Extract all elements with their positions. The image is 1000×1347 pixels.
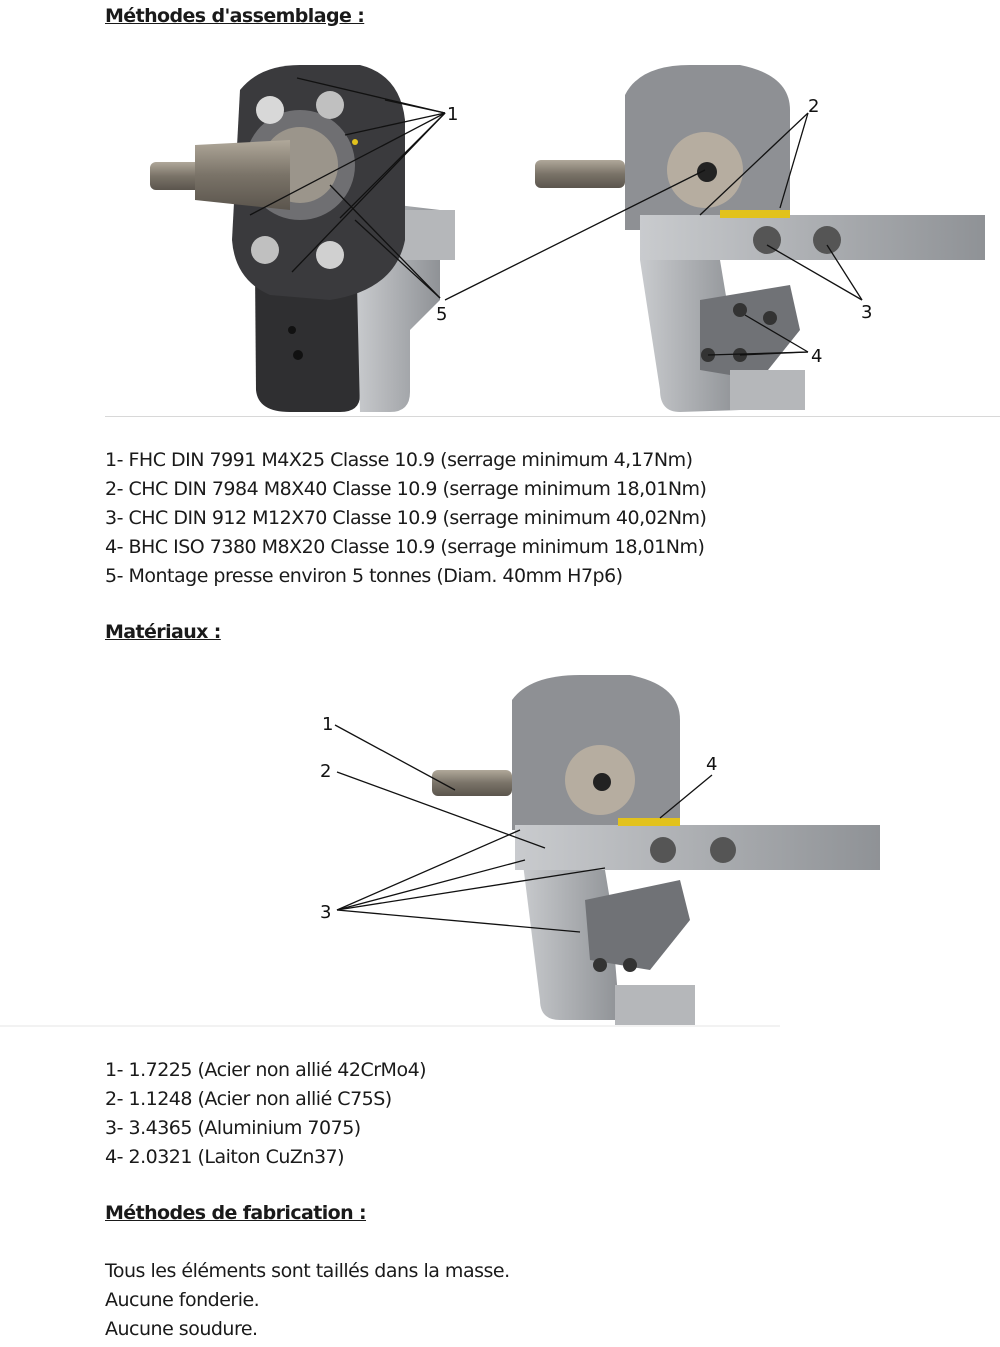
material-callout-2: 2 <box>320 761 331 782</box>
material-callout-4: 4 <box>706 754 717 775</box>
list-item: 4- BHC ISO 7380 M8X20 Classe 10.9 (serra… <box>105 536 705 558</box>
callout-5: 5 <box>436 304 447 325</box>
list-item: 1- FHC DIN 7991 M4X25 Classe 10.9 (serra… <box>105 449 693 471</box>
callout-2: 2 <box>808 96 819 117</box>
list-item: Tous les éléments sont taillés dans la m… <box>105 1260 510 1282</box>
list-item: Aucune fonderie. <box>105 1289 260 1311</box>
material-callout-3: 3 <box>320 902 331 923</box>
assembly-heading: Méthodes d'assemblage : <box>105 5 365 27</box>
callout-lines-materials <box>334 724 713 933</box>
knuckle-front-view <box>150 65 455 412</box>
knuckle-rear-view <box>535 65 985 412</box>
material-callout-1: 1 <box>322 714 333 735</box>
list-item: 4- 2.0321 (Laiton CuZn37) <box>105 1146 345 1168</box>
knuckle-materials-view <box>432 675 880 1025</box>
callout-lines-right <box>444 112 863 356</box>
list-item: 3- CHC DIN 912 M12X70 Classe 10.9 (serra… <box>105 507 707 529</box>
list-item: 2- CHC DIN 7984 M8X40 Classe 10.9 (serra… <box>105 478 707 500</box>
fabrication-heading: Méthodes de fabrication : <box>105 1202 367 1224</box>
divider <box>105 416 1000 417</box>
list-item: 3- 3.4365 (Aluminium 7075) <box>105 1117 361 1139</box>
list-item: Aucune soudure. <box>105 1318 258 1340</box>
callout-1: 1 <box>447 104 458 125</box>
callout-3: 3 <box>861 302 872 323</box>
list-item: 1- 1.7225 (Acier non allié 42CrMo4) <box>105 1059 427 1081</box>
callout-4: 4 <box>811 346 822 367</box>
list-item: 2- 1.1248 (Acier non allié C75S) <box>105 1088 392 1110</box>
callout-lines-left <box>249 77 446 299</box>
materials-heading: Matériaux : <box>105 621 221 643</box>
list-item: 5- Montage presse environ 5 tonnes (Diam… <box>105 565 623 587</box>
